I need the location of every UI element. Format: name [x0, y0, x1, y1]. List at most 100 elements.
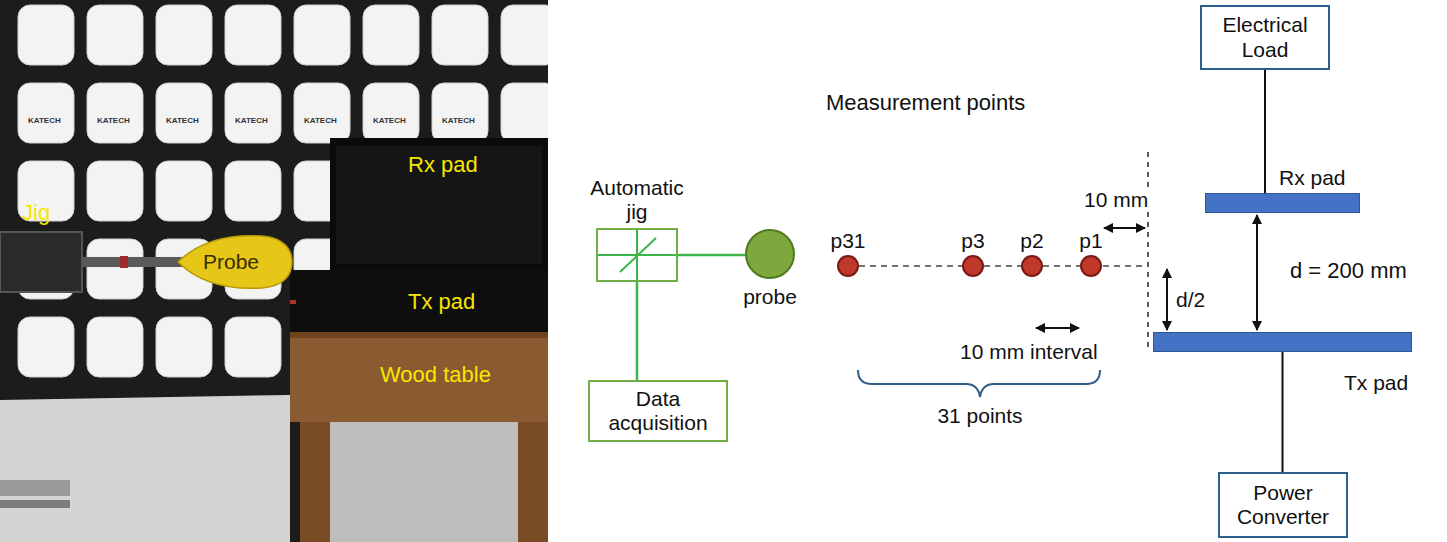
dimension-label: Measurement points: [826, 90, 1025, 115]
drawing-detail: [0, 0, 548, 542]
foam-absorber: [432, 5, 488, 65]
tx-pad: Tx pad: [1153, 332, 1412, 352]
drawing-detail: [330, 422, 518, 542]
drawing-detail: [290, 332, 548, 338]
load-box: Electrical Load: [1200, 5, 1330, 70]
foam-absorber: [156, 161, 212, 221]
node-text: p31: [830, 229, 865, 253]
foam-absorber: [156, 317, 212, 377]
measurement-point: p3: [962, 255, 984, 277]
node-text: p3: [961, 229, 984, 253]
drawing-detail: [1036, 327, 1079, 329]
node-text: p2: [1020, 229, 1043, 253]
drawing-detail: [82, 257, 182, 267]
foam-absorber: [501, 5, 548, 65]
foam-absorber: [18, 5, 74, 65]
drawing-detail: [290, 270, 548, 332]
measurement-point: p31: [837, 255, 859, 277]
dimension-label: d = 200 mm: [1290, 258, 1407, 283]
drawing-detail: [1256, 215, 1258, 330]
acquisition-box: Data acquisition: [588, 380, 728, 442]
connector: [1264, 70, 1266, 193]
foam-absorber: [363, 5, 419, 65]
drawing-detail: [1147, 152, 1149, 350]
foam-absorber: [18, 83, 74, 143]
foam-absorber: [87, 161, 143, 221]
connector: [1282, 352, 1284, 472]
foam-absorber: [18, 317, 74, 377]
measurement-point: p1: [1080, 255, 1102, 277]
photo-label: Wood table: [380, 362, 491, 387]
watermark-text: KATECH: [373, 116, 406, 125]
connector: [1043, 265, 1080, 267]
drawing-detail: [300, 422, 330, 542]
node-text: Rx pad: [1279, 166, 1346, 190]
drawing-detail: [1104, 227, 1145, 229]
watermark-text: KATECH: [28, 116, 61, 125]
connector: [678, 254, 745, 257]
drawing-detail: [518, 422, 548, 542]
foam-absorber: [363, 83, 419, 143]
connector: [984, 265, 1021, 267]
watermark-text: KATECH: [304, 116, 337, 125]
node-text: Electrical Load: [1210, 13, 1320, 61]
foam-absorber: [87, 239, 143, 299]
node-text: Tx pad: [1344, 371, 1408, 395]
foam-absorber: [432, 83, 488, 143]
foam-absorber: [294, 83, 350, 143]
node-text: p1: [1079, 229, 1102, 253]
foam-absorber: [225, 161, 281, 221]
foam-absorber: [87, 5, 143, 65]
photo-label: Tx pad: [408, 289, 475, 314]
drawing-detail: [1166, 269, 1168, 330]
foam-absorber: [156, 5, 212, 65]
foam-absorber: [156, 83, 212, 143]
drawing-detail: [1103, 265, 1146, 267]
drawing-detail: [330, 138, 548, 270]
drawing-detail: [0, 500, 70, 508]
dimension-label: d/2: [1176, 288, 1205, 312]
node-text: Data acquisition: [598, 387, 718, 435]
drawing-detail: [336, 146, 542, 264]
dimension-label: 10 mm interval: [960, 340, 1098, 364]
photo-label: Jig: [22, 200, 50, 225]
drawing-detail: [290, 300, 296, 304]
node-text: Power Converter: [1228, 481, 1338, 529]
drawing-detail: [178, 236, 292, 289]
drawing-detail: [0, 395, 290, 542]
connector: [636, 282, 639, 380]
foam-absorber: [294, 5, 350, 65]
watermark-text: KATECH: [166, 116, 199, 125]
foam-absorber: [501, 83, 548, 143]
crosshair-symbol: [598, 230, 676, 280]
jig-box: Automatic jig: [596, 228, 678, 282]
probe-circle: probe: [745, 229, 795, 279]
drawing-detail: [858, 370, 1100, 397]
measurement-point: p2: [1021, 255, 1043, 277]
photo-label: Rx pad: [408, 152, 478, 177]
drawing-detail: [18, 5, 548, 377]
drawing-detail: [290, 332, 548, 422]
photo-illustration: [0, 0, 548, 542]
drawing-detail: [0, 480, 70, 496]
foam-absorber: [87, 317, 143, 377]
drawing-detail: [0, 232, 82, 292]
drawing-detail: [620, 238, 656, 272]
photo-label: Probe: [203, 250, 259, 274]
watermark-text: KATECH: [235, 116, 268, 125]
foam-absorber: [225, 317, 281, 377]
connector: [859, 265, 962, 267]
node-text: probe: [743, 285, 797, 309]
drawing-detail: [120, 256, 128, 268]
foam-absorber: [87, 83, 143, 143]
watermark-text: KATECH: [97, 116, 130, 125]
node-text: Automatic jig: [578, 176, 696, 224]
rx-pad: Rx pad: [1205, 193, 1360, 213]
dimension-label: 31 points: [937, 404, 1022, 428]
converter-box: Power Converter: [1218, 472, 1348, 538]
foam-absorber: [225, 5, 281, 65]
dimension-label: 10 mm: [1083, 188, 1149, 212]
foam-absorber: [225, 83, 281, 143]
watermark-text: KATECH: [442, 116, 475, 125]
